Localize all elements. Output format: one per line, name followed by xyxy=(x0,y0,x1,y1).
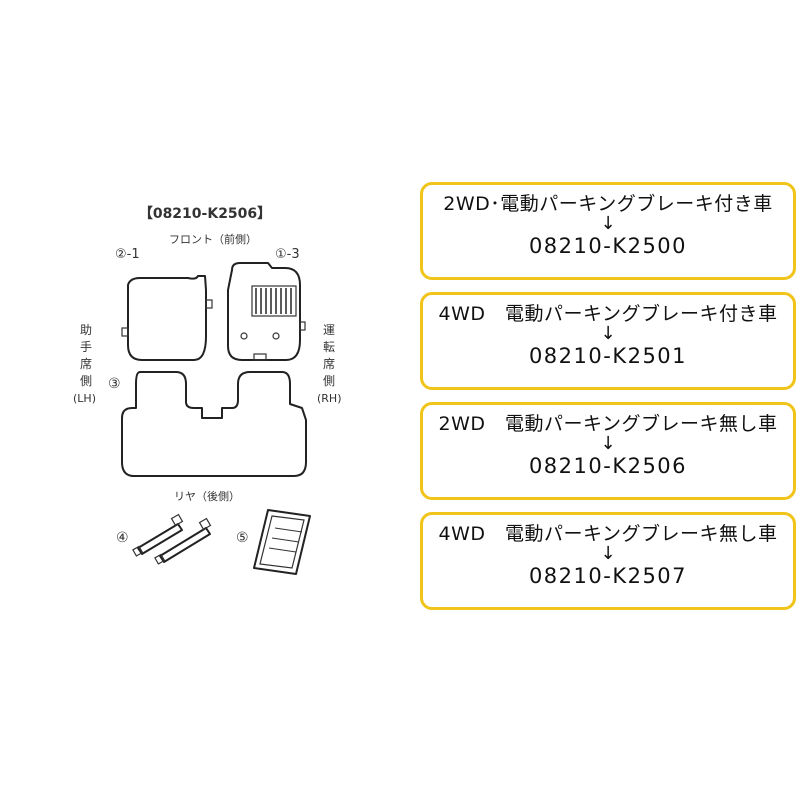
down-arrow-icon: ↓ xyxy=(600,543,616,564)
mat-rails xyxy=(132,513,212,565)
variant-condition: 4WD 電動パーキングブレーキ無し車 xyxy=(438,523,778,545)
variant-condition: 4WD 電動パーキングブレーキ付き車 xyxy=(438,303,778,325)
heel-pad-ribs xyxy=(255,288,292,314)
variant-code: 08210-K2501 xyxy=(528,344,688,368)
rear-mat xyxy=(121,371,307,477)
part-label-4: ④ xyxy=(116,530,129,546)
left-side-label: 助 手 席 側 (LH) xyxy=(73,323,96,405)
set-code-title: 【08210-K2506】 xyxy=(139,206,271,222)
variant-code: 08210-K2507 xyxy=(528,564,688,588)
svg-text:助: 助 xyxy=(80,323,92,337)
mat-hook-left xyxy=(240,332,248,340)
svg-text:(RH): (RH) xyxy=(317,392,342,405)
svg-text:席: 席 xyxy=(323,356,335,371)
front-label: フロント（前側） xyxy=(169,232,257,246)
variant-condition: 2WD 電動パーキングブレーキ無し車 xyxy=(438,413,778,435)
part-label-2-1: ②-1 xyxy=(115,247,140,262)
down-arrow-icon: ↓ xyxy=(600,213,616,234)
svg-text:転: 転 xyxy=(323,340,335,354)
heel-pad xyxy=(251,285,297,317)
part-label-5: ⑤ xyxy=(236,530,249,546)
right-side-label: 運 転 席 側 (RH) xyxy=(317,323,342,405)
driver-mat-clip-right xyxy=(299,321,306,331)
variant-code: 08210-K2500 xyxy=(528,234,688,258)
svg-text:側: 側 xyxy=(323,374,335,388)
variant-box-2wd-epb: 2WD･電動パーキングブレーキ付き車 ↓ 08210-K2500 xyxy=(420,182,796,280)
passenger-mat-clip-left xyxy=(121,327,129,337)
driver-front-mat xyxy=(227,262,301,361)
svg-text:手: 手 xyxy=(80,340,92,354)
driver-mat-tab xyxy=(253,353,267,361)
part-label-3: ③ xyxy=(108,376,121,392)
variant-condition: 2WD･電動パーキングブレーキ付き車 xyxy=(443,193,773,215)
down-arrow-icon: ↓ xyxy=(600,323,616,344)
svg-text:運: 運 xyxy=(323,323,335,337)
variant-box-4wd-no-epb: 4WD 電動パーキングブレーキ無し車 ↓ 08210-K2507 xyxy=(420,512,796,610)
variant-code: 08210-K2506 xyxy=(528,454,688,478)
svg-text:側: 側 xyxy=(80,374,92,388)
passenger-front-mat xyxy=(127,275,207,361)
rear-label: リヤ（後側） xyxy=(174,489,240,503)
down-arrow-icon: ↓ xyxy=(600,433,616,454)
passenger-mat-clip-right xyxy=(205,299,213,309)
instruction-manual xyxy=(253,509,311,575)
mat-hook-right xyxy=(272,332,280,340)
svg-text:(LH): (LH) xyxy=(73,392,96,405)
variant-box-2wd-no-epb: 2WD 電動パーキングブレーキ無し車 ↓ 08210-K2506 xyxy=(420,402,796,500)
part-label-1-3: ①-3 xyxy=(275,247,300,262)
svg-text:席: 席 xyxy=(80,356,92,371)
variant-box-4wd-epb: 4WD 電動パーキングブレーキ付き車 ↓ 08210-K2501 xyxy=(420,292,796,390)
